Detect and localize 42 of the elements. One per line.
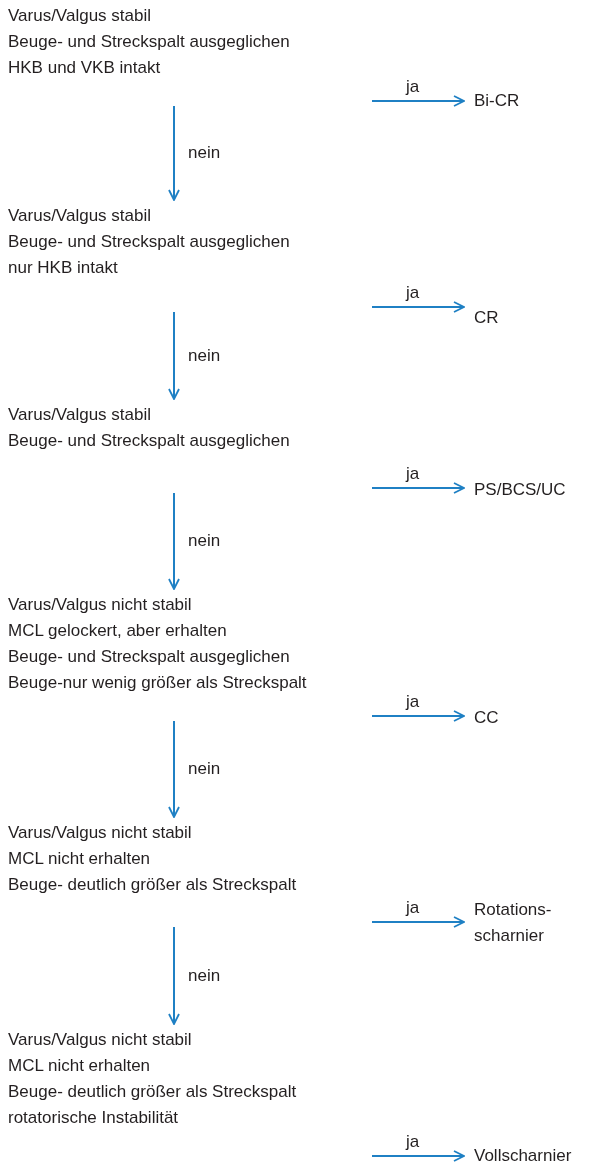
edge-label: ja	[404, 1132, 422, 1152]
condition-text: Beuge- und Streckspalt ausgeglichen	[8, 31, 291, 53]
arrow	[371, 710, 465, 722]
edge-label: ja	[404, 692, 422, 712]
condition-text: Varus/Valgus stabil	[8, 404, 152, 426]
condition-text: Beuge- deutlich größer als Streckspalt	[8, 1081, 298, 1103]
condition-text: Beuge- und Streckspalt ausgeglichen	[8, 231, 291, 253]
result-label: Rotations- scharnier	[474, 899, 553, 947]
condition-text: Varus/Valgus stabil	[8, 205, 152, 227]
condition-text: MCL gelockert, aber erhalten	[8, 620, 228, 642]
arrow	[168, 926, 180, 1025]
arrow	[168, 720, 180, 818]
arrow	[168, 492, 180, 590]
result-label: CR	[474, 307, 500, 329]
condition-text: rotatorische Instabilität	[8, 1107, 180, 1129]
condition-text: Beuge- und Streckspalt ausgeglichen	[8, 430, 291, 452]
result-label: Vollscharnier	[474, 1145, 573, 1167]
arrow	[371, 916, 465, 928]
edge-label: ja	[404, 283, 422, 303]
edge-label: ja	[404, 464, 422, 484]
condition-text: MCL nicht erhalten	[8, 848, 152, 870]
arrow	[371, 301, 465, 313]
condition-text: Varus/Valgus nicht stabil	[8, 594, 193, 616]
condition-text: Beuge- und Streckspalt ausgeglichen	[8, 646, 291, 668]
arrow	[371, 95, 465, 107]
result-label: CC	[474, 707, 500, 729]
condition-text: nur HKB intakt	[8, 257, 119, 279]
arrow	[371, 1150, 465, 1162]
condition-text: HKB und VKB intakt	[8, 57, 162, 79]
arrow	[168, 311, 180, 400]
result-label: PS/BCS/UC	[474, 479, 567, 501]
arrow	[168, 105, 180, 201]
condition-text: Beuge- deutlich größer als Streckspalt	[8, 874, 298, 896]
condition-text: MCL nicht erhalten	[8, 1055, 152, 1077]
condition-text: Varus/Valgus nicht stabil	[8, 1029, 193, 1051]
condition-text: Beuge-nur wenig größer als Streckspalt	[8, 672, 308, 694]
result-label: Bi-CR	[474, 90, 521, 112]
arrow	[371, 482, 465, 494]
condition-text: Varus/Valgus nicht stabil	[8, 822, 193, 844]
edge-label: ja	[404, 898, 422, 918]
condition-text: Varus/Valgus stabil	[8, 5, 152, 27]
edge-label: ja	[404, 77, 422, 97]
